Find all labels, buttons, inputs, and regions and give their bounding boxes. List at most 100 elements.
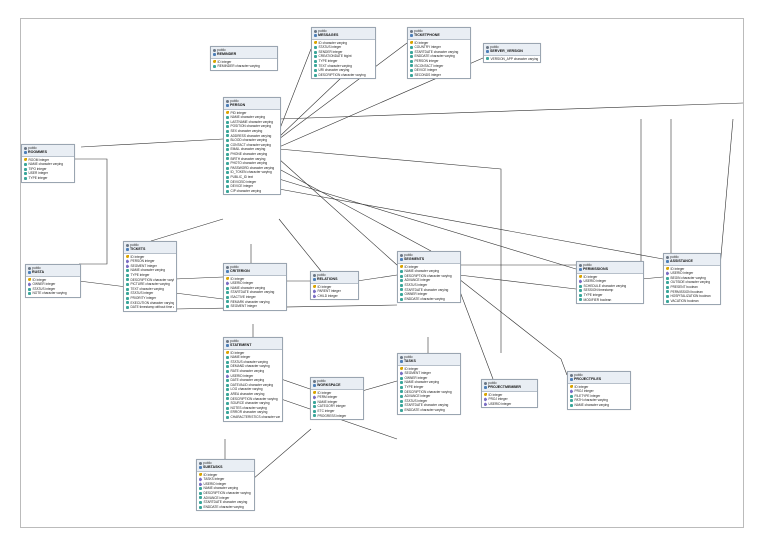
- column-row[interactable]: PHONE character varying: [226, 152, 278, 157]
- column-row[interactable]: SEX character varying: [226, 129, 278, 134]
- column-row[interactable]: USERID integer: [579, 279, 641, 284]
- column-row[interactable]: USERID integer: [484, 402, 535, 407]
- column-row[interactable]: DESCRIPTION character varying: [126, 278, 174, 283]
- column-row[interactable]: DESCRIPTION character varying: [400, 274, 458, 279]
- column-row[interactable]: OWNER integer: [28, 282, 78, 287]
- column-row[interactable]: STARTDATE character varying: [410, 50, 468, 55]
- column-row[interactable]: ROOM integer: [24, 158, 72, 163]
- column-row[interactable]: REMARK character varying: [226, 300, 284, 305]
- column-row[interactable]: URI character varying: [314, 68, 373, 73]
- column-row[interactable]: SEGMENT integer: [126, 264, 174, 269]
- column-row[interactable]: STATUS integer: [400, 283, 458, 288]
- column-row[interactable]: PHOTO character varying: [226, 161, 278, 166]
- column-row[interactable]: PROJ integer: [484, 397, 535, 402]
- column-row[interactable]: CONTACT character varying: [226, 143, 278, 148]
- column-row[interactable]: FILETYPE integer: [570, 394, 628, 399]
- column-row[interactable]: PERSON integer: [126, 259, 174, 264]
- column-row[interactable]: ENDDATE character varying: [400, 297, 458, 302]
- column-row[interactable]: ID character varying: [314, 41, 373, 46]
- column-row[interactable]: VERSION_APP character varying: [486, 57, 538, 62]
- column-row[interactable]: ADVANCE integer: [400, 278, 458, 283]
- column-row[interactable]: NOTE character varying: [28, 291, 78, 296]
- column-row[interactable]: PERMISSION boolean: [666, 290, 718, 295]
- column-row[interactable]: STARTDATE character varying: [199, 500, 252, 505]
- column-row[interactable]: USER integer: [24, 171, 72, 176]
- column-row[interactable]: ID integer: [226, 351, 280, 356]
- column-row[interactable]: ID integer: [213, 60, 275, 65]
- column-row[interactable]: PICTURE character varying: [126, 282, 174, 287]
- column-row[interactable]: NAME character varying: [400, 269, 458, 274]
- column-row[interactable]: ISACTIVE integer: [226, 295, 284, 300]
- column-row[interactable]: ID integer: [226, 277, 284, 282]
- column-row[interactable]: SENDER integer: [314, 50, 373, 55]
- column-row[interactable]: DEVICEID integer: [226, 180, 278, 185]
- column-row[interactable]: ADVANCE integer: [199, 496, 252, 501]
- column-row[interactable]: DEVICE integer: [226, 184, 278, 189]
- column-row[interactable]: PROJ integer: [570, 389, 628, 394]
- column-row[interactable]: MODIFIER boolean: [579, 298, 641, 303]
- column-row[interactable]: HOSPITALIZATION boolean: [666, 294, 718, 299]
- column-row[interactable]: PASSWORD character varying: [226, 166, 278, 171]
- column-row[interactable]: SECONDS integer: [410, 73, 468, 78]
- column-row[interactable]: STATUS integer: [400, 399, 458, 404]
- column-row[interactable]: BLOOD character varying: [226, 138, 278, 143]
- column-row[interactable]: STARTDATE character varying: [400, 288, 458, 293]
- column-row[interactable]: USERID integer: [199, 482, 252, 487]
- column-row[interactable]: DEMAND character varying: [226, 364, 280, 369]
- column-row[interactable]: PID integer: [226, 111, 278, 116]
- column-row[interactable]: ENDDATE character varying: [400, 408, 458, 413]
- column-row[interactable]: NAME character varying: [400, 380, 458, 385]
- column-row[interactable]: COUNTRY integer: [410, 45, 468, 50]
- column-row[interactable]: ID integer: [410, 41, 468, 46]
- column-row[interactable]: ID integer: [400, 367, 458, 372]
- column-row[interactable]: PATH character varying: [570, 398, 628, 403]
- column-row[interactable]: ID_TOKEN character varying: [226, 170, 278, 175]
- column-row[interactable]: NAME character varying: [226, 286, 284, 291]
- column-row[interactable]: NAME character varying: [199, 486, 252, 491]
- column-row[interactable]: SEGMENT integer: [226, 304, 284, 309]
- column-row[interactable]: DATEVALID character varying: [226, 383, 280, 388]
- column-row[interactable]: STATUS integer: [126, 291, 174, 296]
- column-row[interactable]: OWNER integer: [400, 292, 458, 297]
- column-row[interactable]: OWNER integer: [400, 376, 458, 381]
- column-row[interactable]: DATE character varying: [226, 378, 280, 383]
- column-row[interactable]: CHARACTERISTICS character varying: [226, 415, 280, 420]
- column-row[interactable]: NAME integer: [226, 355, 280, 360]
- column-row[interactable]: DATE timestamp without time zone: [126, 305, 174, 310]
- column-row[interactable]: SESSION timestamp: [579, 288, 641, 293]
- column-row[interactable]: ID integer: [570, 385, 628, 390]
- column-row[interactable]: PARENT integer: [313, 289, 356, 294]
- column-row[interactable]: STARTDATE character varying: [400, 403, 458, 408]
- column-row[interactable]: ERROR character varying: [226, 410, 280, 415]
- column-row[interactable]: ADVANCE integer: [400, 394, 458, 399]
- column-row[interactable]: DESCRIPTION character varying: [226, 397, 280, 402]
- column-row[interactable]: CATEGORY integer: [313, 404, 361, 409]
- column-row[interactable]: POSITION character varying: [226, 124, 278, 129]
- column-row[interactable]: PERSON integer: [410, 59, 468, 64]
- column-row[interactable]: TYPE integer: [126, 273, 174, 278]
- column-row[interactable]: ID integer: [579, 275, 641, 280]
- column-row[interactable]: VACATION boolean: [666, 299, 718, 304]
- column-row[interactable]: NAME character varying: [226, 115, 278, 120]
- column-row[interactable]: PERM integer: [313, 395, 361, 400]
- column-row[interactable]: ID integer: [28, 278, 78, 283]
- column-row[interactable]: STATUS character varying: [226, 360, 280, 365]
- column-row[interactable]: STARTDATE character varying: [226, 290, 284, 295]
- column-row[interactable]: EMAIL character varying: [226, 147, 278, 152]
- column-row[interactable]: SEGMENT integer: [400, 371, 458, 376]
- column-row[interactable]: TYPE integer: [24, 176, 72, 181]
- column-row[interactable]: RATE character varying: [226, 369, 280, 374]
- column-row[interactable]: OUTSIDE character varying: [666, 280, 718, 285]
- column-row[interactable]: TASKS integer: [199, 477, 252, 482]
- column-row[interactable]: NAME character varying: [24, 162, 72, 167]
